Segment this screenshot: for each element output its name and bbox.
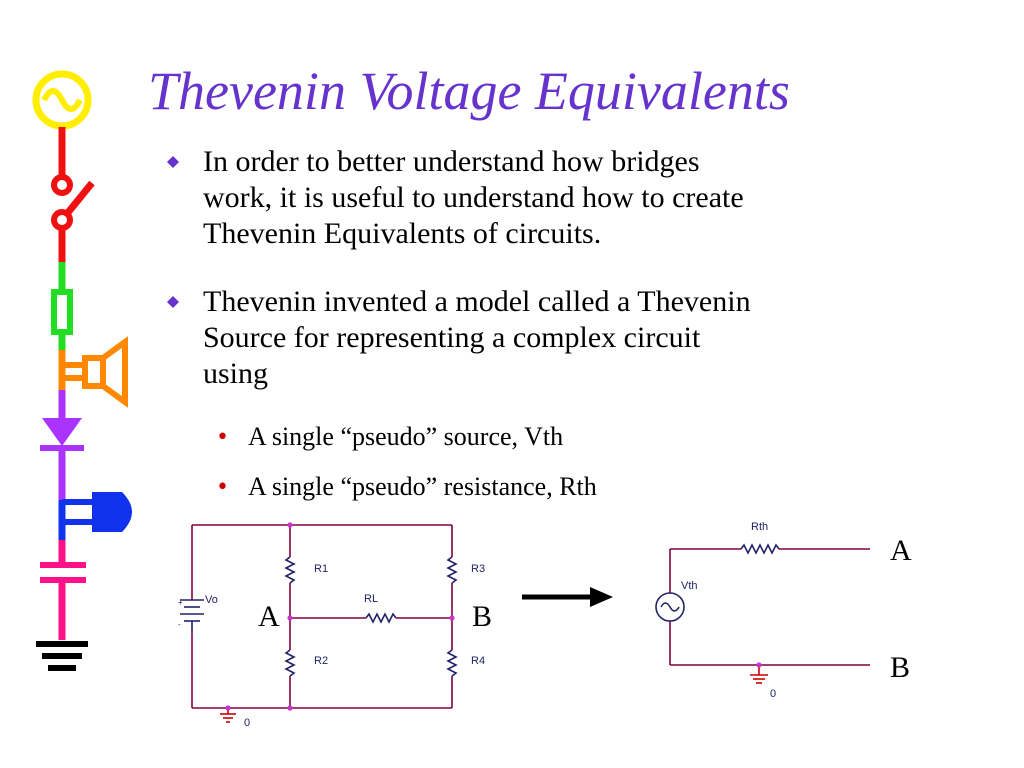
diamond-bullet-icon xyxy=(167,296,179,308)
arrow-right-icon xyxy=(522,587,613,607)
terminal-a-label: A xyxy=(890,534,912,567)
node-a-label: A xyxy=(258,600,280,633)
ground-icon xyxy=(36,641,88,671)
lamp-icon xyxy=(58,492,132,540)
diamond-bullet-icon xyxy=(167,156,179,168)
thevenin-circuit-diagram xyxy=(655,543,870,684)
dc-source-icon xyxy=(180,599,204,633)
bullet-1-line-1: In order to better understand how bridge… xyxy=(203,145,700,178)
node-dot xyxy=(756,662,762,668)
bullet-1-line-2: work, it is useful to understand how to … xyxy=(203,181,744,214)
fuse-icon xyxy=(51,262,73,350)
resistor-r1-icon xyxy=(284,556,296,584)
capacitor-icon xyxy=(40,540,86,640)
sub-bullet-mark: • xyxy=(216,425,229,450)
decorative-component-strip xyxy=(32,70,132,671)
bullet-2: Thevenin invented a model called a Theve… xyxy=(203,284,983,392)
bullet-1-line-3: Thevenin Equivalents of circuits. xyxy=(203,217,602,250)
thevenin-ground-label: 0 xyxy=(770,688,777,700)
sub-bullet-1: A single “pseudo” source, Vth xyxy=(248,422,564,451)
ac-source-icon xyxy=(655,592,685,622)
resistor-r2-icon xyxy=(284,649,296,677)
r1-label: R1 xyxy=(314,563,329,575)
terminal-b-label: B xyxy=(890,651,911,684)
svg-text:+: + xyxy=(178,598,183,607)
switch-icon xyxy=(51,127,95,262)
resistor-rth-icon xyxy=(740,543,780,555)
node-b-label: B xyxy=(472,600,493,633)
speaker-icon xyxy=(58,336,128,408)
node-dots xyxy=(225,522,455,711)
bullet-2-line-2: Source for representing a complex circui… xyxy=(203,321,701,354)
sub-bullet-mark: • xyxy=(216,475,229,500)
sub-bullet-2: A single “pseudo” resistance, Rth xyxy=(248,472,597,501)
vth-label: Vth xyxy=(681,580,698,592)
bullet-2-line-3: using xyxy=(203,357,269,390)
ground-icon xyxy=(750,665,768,684)
vo-label: Vo xyxy=(205,594,218,606)
bullet-2-line-1: Thevenin invented a model called a Theve… xyxy=(203,285,751,318)
diode-icon xyxy=(40,390,84,500)
rl-label: RL xyxy=(364,593,379,605)
resistor-rl-icon xyxy=(365,612,397,624)
bullet-1: In order to better understand how bridge… xyxy=(203,144,983,252)
slide-title: Thevenin Voltage Equivalents xyxy=(148,61,790,121)
bridge-circuit-diagram: + - xyxy=(178,522,458,723)
resistor-r4-icon xyxy=(446,649,458,677)
svg-text:-: - xyxy=(178,620,181,629)
r2-label: R2 xyxy=(314,655,329,667)
bridge-ground-label: 0 xyxy=(244,717,251,729)
rth-label: Rth xyxy=(751,521,769,533)
resistor-r3-icon xyxy=(446,556,458,584)
r4-label: R4 xyxy=(471,655,486,667)
ac-source-icon xyxy=(32,70,92,130)
r3-label: R3 xyxy=(471,563,486,575)
